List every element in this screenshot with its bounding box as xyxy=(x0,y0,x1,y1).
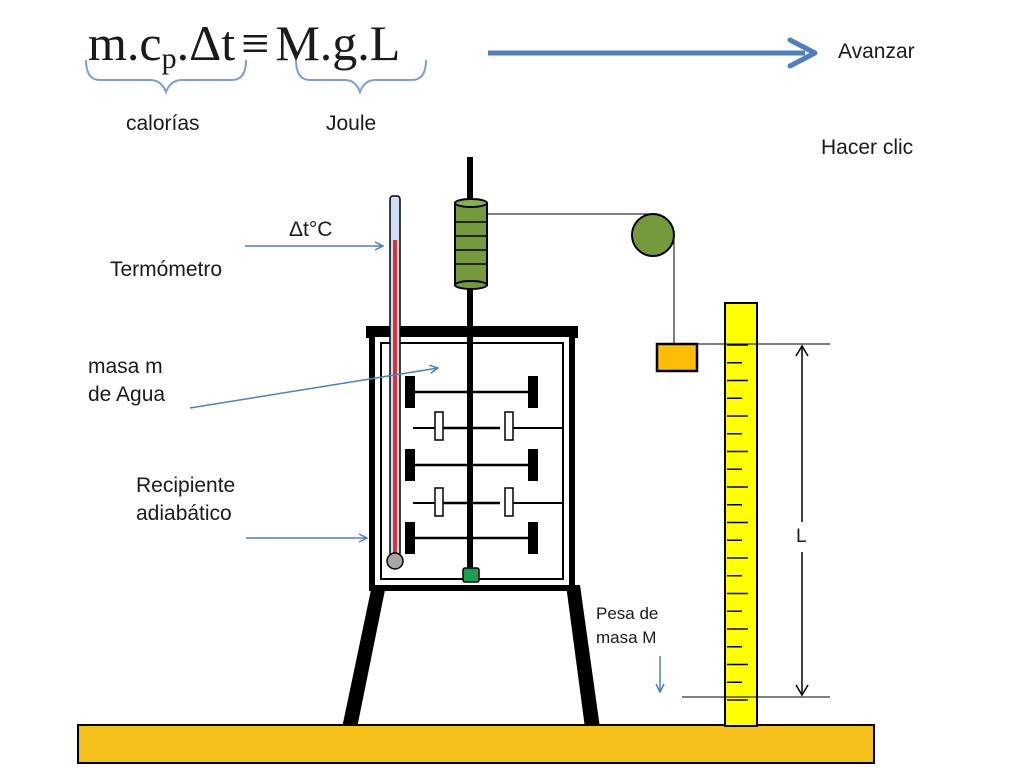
joule-label: Joule xyxy=(326,112,377,135)
left-leg xyxy=(342,585,386,728)
shaft-bearing xyxy=(462,567,480,583)
container-label: Recipiente adiabático xyxy=(136,472,235,529)
water-mass-label-line1: masa m xyxy=(88,355,163,378)
right-leg xyxy=(566,585,600,728)
hacer-clic-link[interactable]: Hacer clic xyxy=(821,136,914,159)
weight-mass-label-line1: Pesa de xyxy=(596,604,659,623)
water-pointer-arrow xyxy=(189,368,438,409)
container-label-line2: adiabático xyxy=(136,502,232,526)
hanging-weight xyxy=(655,342,699,373)
container-label-line1: Recipiente xyxy=(136,474,236,497)
thermometer xyxy=(386,195,404,570)
height-dimension-arrow xyxy=(795,344,809,697)
height-l-label: L xyxy=(796,526,807,547)
ruler xyxy=(724,302,758,727)
water-mass-label-line2: de Agua xyxy=(88,383,166,407)
formula-delta-t: .Δt xyxy=(176,15,236,71)
avanzar-link[interactable]: Avanzar xyxy=(838,40,915,63)
delta-t-label: Δt°C xyxy=(289,218,333,241)
advance-arrow[interactable] xyxy=(488,37,818,69)
pulley xyxy=(631,213,675,257)
calorias-label: calorías xyxy=(126,112,200,135)
vane-arms xyxy=(413,427,563,504)
ruler-ticks xyxy=(727,344,748,701)
spool-drum xyxy=(454,198,488,290)
formula-subscript-p: p xyxy=(161,42,177,75)
formula-work: M.g.L xyxy=(275,15,401,71)
joule-brace xyxy=(295,59,427,95)
weight-mass-label: Pesa de masa M xyxy=(596,602,658,650)
weight-mass-label-line2: masa M xyxy=(596,627,657,647)
stirrer-shaft xyxy=(467,157,473,582)
paddle-wheels xyxy=(410,390,533,540)
base-platform xyxy=(77,724,875,764)
fixed-vanes xyxy=(434,411,514,517)
water-mass-label: masa m de Agua xyxy=(88,353,165,410)
thermometer-label: Termómetro xyxy=(110,258,223,281)
formula-mass-heat: m.c xyxy=(88,15,162,71)
formula-equivalence: ≡ xyxy=(241,15,270,71)
calorias-brace xyxy=(85,59,247,95)
paddle-blades xyxy=(405,376,538,554)
joule-formula: m.cp.Δt≡M.g.L xyxy=(88,18,400,74)
